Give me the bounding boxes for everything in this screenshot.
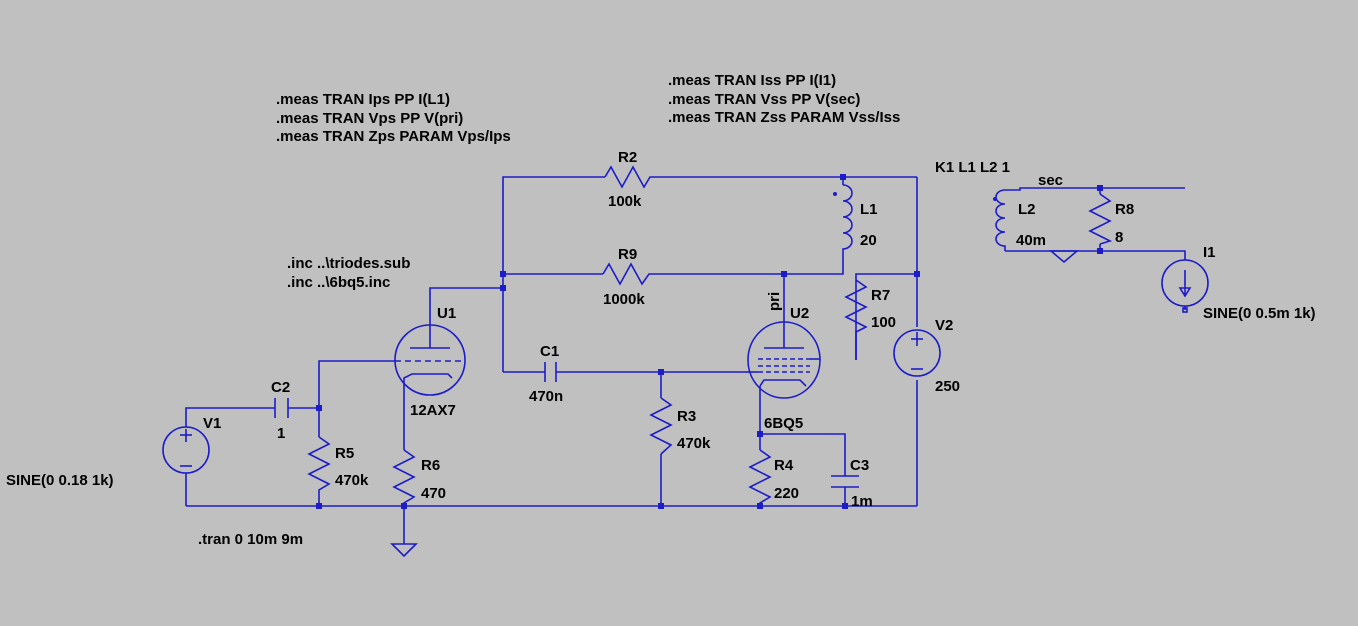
- meas-zps-directive[interactable]: .meas TRAN Zps PARAM Vps/Ips: [276, 128, 511, 145]
- I1-ref-label: I1: [1203, 244, 1216, 261]
- L1-symbol[interactable]: [842, 184, 853, 255]
- R6-value-label: 470: [421, 485, 446, 502]
- L2-ref-label: L2: [1018, 201, 1036, 218]
- R7-symbol[interactable]: [844, 279, 868, 360]
- C3-symbol[interactable]: [831, 475, 859, 488]
- I1-symbol[interactable]: [1161, 259, 1209, 313]
- C2-symbol[interactable]: [274, 398, 289, 418]
- C3-ref-label: C3: [850, 457, 869, 474]
- L1-value-label: 20: [860, 232, 877, 249]
- U1-triode-symbol[interactable]: [394, 324, 466, 396]
- R7-value-label: 100: [871, 314, 896, 331]
- net-label-pri[interactable]: pri: [766, 292, 783, 311]
- L2-value-label: 40m: [1016, 232, 1046, 249]
- U2-ref-label: U2: [790, 305, 809, 322]
- R9-symbol[interactable]: [602, 262, 655, 286]
- R5-symbol[interactable]: [307, 436, 331, 506]
- R6-symbol[interactable]: [392, 449, 416, 506]
- meas-vps-directive[interactable]: .meas TRAN Vps PP V(pri): [276, 110, 463, 127]
- R7-ref-label: R7: [871, 287, 890, 304]
- meas-ips-directive[interactable]: .meas TRAN Ips PP I(L1): [276, 91, 450, 108]
- C2-ref-label: C2: [271, 379, 290, 396]
- tran-directive[interactable]: .tran 0 10m 9m: [198, 531, 303, 548]
- R6-ref-label: R6: [421, 457, 440, 474]
- L2-phase-dot: [993, 197, 997, 201]
- I1-value-label: SINE(0 0.5m 1k): [1203, 305, 1316, 322]
- R8-value-label: 8: [1115, 229, 1123, 246]
- R5-value-label: 470k: [335, 472, 369, 489]
- L2-symbol[interactable]: [995, 189, 1006, 251]
- R5-ref-label: R5: [335, 445, 354, 462]
- V2-ref-label: V2: [935, 317, 953, 334]
- C1-ref-label: C1: [540, 343, 559, 360]
- R2-ref-label: R2: [618, 149, 637, 166]
- R3-ref-label: R3: [677, 408, 696, 425]
- C3-value-label: 1m: [851, 493, 873, 510]
- ground-symbol: [390, 543, 418, 558]
- L1-ref-label: L1: [860, 201, 878, 218]
- V1-symbol[interactable]: [162, 426, 210, 474]
- C1-symbol[interactable]: [544, 362, 557, 382]
- meas-iss-directive[interactable]: .meas TRAN Iss PP I(I1): [668, 72, 836, 89]
- R8-ref-label: R8: [1115, 201, 1134, 218]
- R2-symbol[interactable]: [604, 165, 655, 189]
- V2-value-label: 250: [935, 378, 960, 395]
- U2-pentode-symbol[interactable]: [745, 321, 821, 399]
- inc-triodes-directive[interactable]: .inc ..\triodes.sub: [287, 255, 410, 272]
- R3-value-label: 470k: [677, 435, 711, 452]
- junction-dots: [316, 174, 1103, 509]
- R2-value-label: 100k: [608, 193, 642, 210]
- C1-value-label: 470n: [529, 388, 563, 405]
- meas-vss-directive[interactable]: .meas TRAN Vss PP V(sec): [668, 91, 860, 108]
- V1-value-label: SINE(0 0.18 1k): [6, 472, 114, 489]
- net-label-sec[interactable]: sec: [1038, 172, 1063, 189]
- meas-zss-directive[interactable]: .meas TRAN Zss PARAM Vss/Iss: [668, 109, 900, 126]
- V1-ref-label: V1: [203, 415, 221, 432]
- R4-value-label: 220: [774, 485, 799, 502]
- R9-ref-label: R9: [618, 246, 637, 263]
- U1-ref-label: U1: [437, 305, 456, 322]
- R9-value-label: 1000k: [603, 291, 645, 308]
- R4-symbol[interactable]: [748, 449, 772, 506]
- coupling-directive[interactable]: K1 L1 L2 1: [935, 159, 1010, 176]
- R4-ref-label: R4: [774, 457, 794, 474]
- U2-value-label: 6BQ5: [764, 415, 803, 432]
- R3-symbol[interactable]: [649, 397, 673, 455]
- L1-phase-dot: [833, 192, 837, 196]
- C2-value-label: 1: [277, 425, 285, 442]
- U1-value-label: 12AX7: [410, 402, 456, 419]
- inc-6bq5-directive[interactable]: .inc ..\6bq5.inc: [287, 274, 390, 291]
- V2-symbol[interactable]: [893, 329, 941, 377]
- R8-symbol[interactable]: [1088, 193, 1113, 245]
